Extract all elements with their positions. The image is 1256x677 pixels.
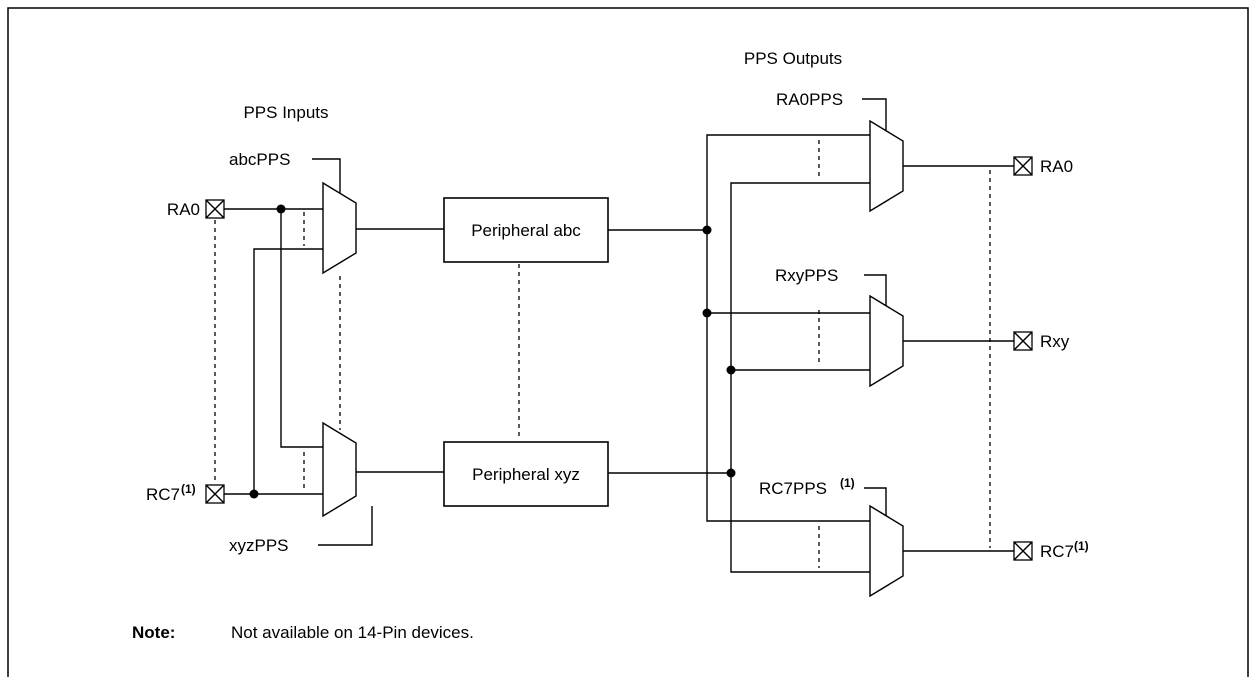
rc7pps-note: (1) xyxy=(840,476,855,490)
rxypps-label: RxyPPS xyxy=(775,266,838,285)
bus-abc xyxy=(706,134,870,522)
note-label: Note: xyxy=(132,623,175,642)
peripheral-xyz-box xyxy=(443,441,609,507)
note-text: Not available on 14-Pin devices. xyxy=(231,623,474,642)
input-pin-ra0-icon xyxy=(205,199,225,219)
output-pin-rc7-icon xyxy=(1013,541,1033,561)
abcpps-select-line xyxy=(312,158,341,193)
output-pin-ra0-icon xyxy=(1013,156,1033,176)
input-mux-xyz xyxy=(322,421,357,518)
output-pin-ra0-label: RA0 xyxy=(1040,157,1073,176)
pps-inputs-heading: PPS Inputs xyxy=(243,103,328,122)
output-mux-rxy xyxy=(869,294,904,388)
rc7pps-select-line xyxy=(864,487,887,516)
output-pin-rc7-note: (1) xyxy=(1074,539,1089,553)
input-pin-ra0-label: RA0 xyxy=(167,200,200,219)
input-mux-abc xyxy=(322,181,357,275)
output-pin-rxy-icon xyxy=(1013,331,1033,351)
peripheral-abc-box xyxy=(443,197,609,263)
wire-ra0-to-xyz xyxy=(280,209,323,448)
pps-outputs-heading: PPS Outputs xyxy=(744,49,842,68)
output-mux-rc7 xyxy=(869,504,904,598)
rxypps-select-line xyxy=(864,274,887,306)
peripheral-abc-label: Peripheral abc xyxy=(471,221,581,240)
xyzpps-label: xyzPPS xyxy=(229,536,289,555)
input-pin-rc7-note: (1) xyxy=(181,482,196,496)
bus-xyz xyxy=(730,182,870,573)
figure-frame xyxy=(7,7,1249,677)
xyzpps-select-line xyxy=(318,506,373,546)
rc7pps-label: RC7PPS xyxy=(759,479,827,498)
ra0pps-label: RA0PPS xyxy=(776,90,843,109)
output-pin-rc7-label: RC7 xyxy=(1040,542,1074,561)
input-pin-rc7-icon xyxy=(205,484,225,504)
wire-rc7-to-abc xyxy=(253,248,323,494)
peripheral-xyz-label: Peripheral xyz xyxy=(472,465,580,484)
output-mux-ra0 xyxy=(869,119,904,213)
output-pin-rxy-label: Rxy xyxy=(1040,332,1070,351)
input-pin-rc7-label: RC7 xyxy=(146,485,180,504)
ra0pps-select-line xyxy=(862,98,887,131)
abcpps-label: abcPPS xyxy=(229,150,290,169)
